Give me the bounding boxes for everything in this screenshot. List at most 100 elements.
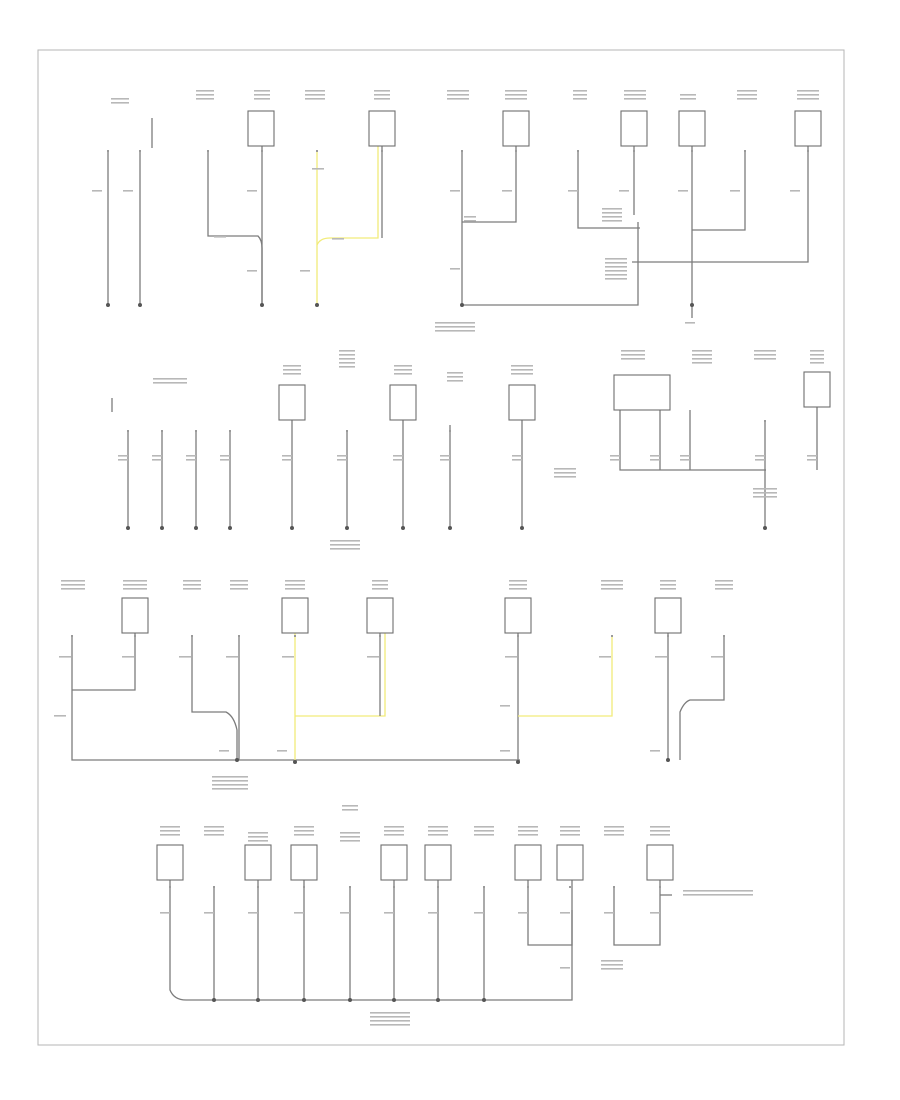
terminal-pin xyxy=(515,150,517,152)
illegible-label xyxy=(435,322,475,324)
illegible-label xyxy=(715,584,733,586)
terminal-pin xyxy=(667,635,669,637)
illegible-label xyxy=(685,322,695,324)
illegible-label xyxy=(247,270,257,272)
illegible-label xyxy=(294,826,314,828)
terminal-pin xyxy=(379,635,381,637)
terminal-pin xyxy=(449,430,451,432)
illegible-label xyxy=(509,588,527,590)
illegible-label xyxy=(305,90,325,92)
connector-box xyxy=(803,371,831,408)
splice-dot xyxy=(235,758,239,762)
illegible-label xyxy=(214,236,226,238)
illegible-label xyxy=(61,584,85,586)
connector-box xyxy=(156,844,184,881)
illegible-label xyxy=(605,274,627,276)
illegible-label xyxy=(511,373,533,375)
illegible-label xyxy=(560,826,580,828)
illegible-label xyxy=(111,102,129,104)
illegible-label xyxy=(509,584,527,586)
illegible-label xyxy=(680,98,696,100)
illegible-label xyxy=(370,1016,410,1018)
illegible-label xyxy=(152,455,162,457)
illegible-label xyxy=(332,238,344,240)
splice-dot xyxy=(448,526,452,530)
splice-dot xyxy=(315,303,319,307)
illegible-label xyxy=(183,584,201,586)
illegible-label xyxy=(605,266,627,268)
illegible-label xyxy=(810,362,824,364)
illegible-label xyxy=(123,584,147,586)
illegible-label xyxy=(254,98,270,100)
terminal-pin xyxy=(461,150,463,152)
illegible-label xyxy=(370,1012,410,1014)
illegible-label xyxy=(730,190,740,192)
terminal-pin xyxy=(71,635,73,637)
illegible-label xyxy=(601,580,623,582)
illegible-label xyxy=(810,354,824,356)
illegible-label xyxy=(440,455,450,457)
ground-wire xyxy=(462,222,639,306)
illegible-label xyxy=(277,750,287,752)
splice-dot xyxy=(212,998,216,1002)
terminal-pin xyxy=(229,430,231,432)
ground-wire xyxy=(207,150,263,305)
illegible-label xyxy=(605,258,627,260)
illegible-label xyxy=(601,588,623,590)
illegible-label xyxy=(610,459,620,461)
illegible-label xyxy=(339,358,355,360)
illegible-label xyxy=(294,912,304,914)
terminal-pin xyxy=(633,150,635,152)
illegible-label xyxy=(294,834,314,836)
illegible-label xyxy=(54,715,66,717)
illegible-label xyxy=(285,580,305,582)
illegible-label xyxy=(312,168,324,170)
illegible-label xyxy=(220,455,230,457)
illegible-label xyxy=(283,369,301,371)
illegible-label xyxy=(186,455,196,457)
illegible-label xyxy=(340,840,360,842)
illegible-label xyxy=(61,588,85,590)
illegible-label xyxy=(340,832,360,834)
illegible-label xyxy=(394,365,412,367)
splice-dot xyxy=(401,526,405,530)
terminal-pin xyxy=(723,635,725,637)
illegible-label xyxy=(248,832,268,834)
illegible-label xyxy=(118,459,128,461)
illegible-label xyxy=(153,378,187,380)
terminal-pin xyxy=(393,886,395,888)
illegible-label xyxy=(384,830,404,832)
terminal-pin xyxy=(764,420,766,422)
illegible-label xyxy=(604,912,614,914)
components-layer xyxy=(121,110,831,881)
illegible-label xyxy=(220,459,230,461)
illegible-label xyxy=(248,912,258,914)
illegible-label xyxy=(755,459,765,461)
illegible-label xyxy=(560,830,580,832)
illegible-label xyxy=(511,369,533,371)
illegible-label xyxy=(605,278,627,280)
splice-dot xyxy=(293,760,297,764)
illegible-label xyxy=(807,459,817,461)
illegible-label xyxy=(196,98,214,100)
illegible-label xyxy=(196,90,214,92)
illegible-label xyxy=(435,330,475,332)
illegible-label xyxy=(502,190,512,192)
illegible-label xyxy=(692,350,712,352)
illegible-label xyxy=(111,98,129,100)
terminal-pin xyxy=(349,886,351,888)
illegible-label xyxy=(393,459,403,461)
illegible-label xyxy=(183,588,201,590)
illegible-label xyxy=(372,580,388,582)
illegible-label xyxy=(152,459,162,461)
terminal-pin xyxy=(569,886,571,888)
illegible-label xyxy=(602,208,622,210)
terminal-pin xyxy=(659,886,661,888)
illegible-label xyxy=(604,830,624,832)
illegible-label xyxy=(339,350,355,352)
illegible-label xyxy=(680,94,696,96)
illegible-label xyxy=(282,455,292,457)
illegible-label xyxy=(447,94,469,96)
illegible-label xyxy=(394,373,412,375)
